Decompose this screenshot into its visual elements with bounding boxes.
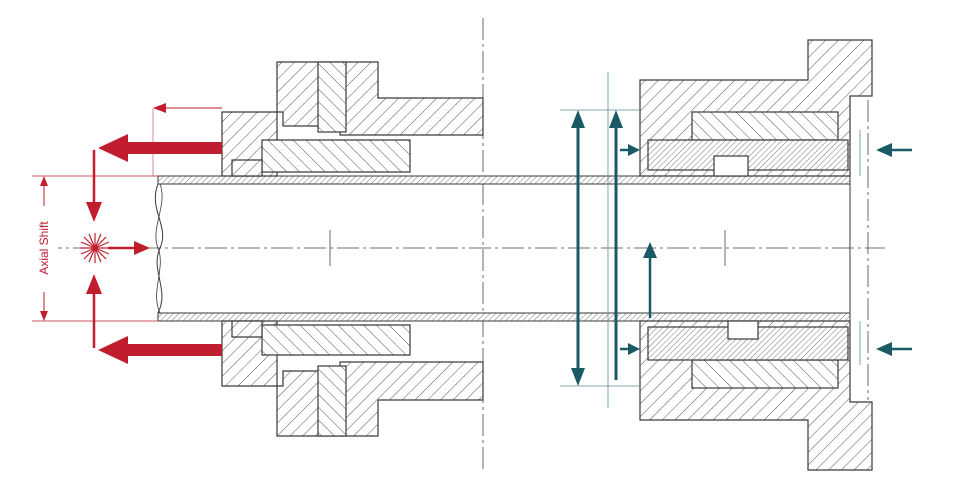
- teal-arrow-lower-inner: [628, 343, 640, 355]
- tube: [154, 175, 851, 322]
- teal-arrow-lower-outer: [876, 342, 892, 356]
- red-arrow-lower-head: [98, 336, 128, 364]
- right-fitting-lower: [639, 320, 873, 471]
- teal-arrow-upper-inner: [628, 144, 640, 156]
- tube-break-line: [154, 183, 164, 314]
- starburst-icon: [80, 233, 110, 263]
- left-ferrule-upper: [261, 139, 411, 173]
- left-nut-bore-lower: [317, 365, 347, 437]
- right-insert-lower: [691, 359, 839, 389]
- left-fitting-lower: [221, 320, 484, 437]
- axial-shift-label: Axial Shift: [37, 221, 51, 275]
- right-fitting-upper: [639, 39, 873, 177]
- left-fitting-upper: [221, 61, 484, 177]
- tube-wall-top: [157, 175, 851, 185]
- red-arrow-lower-shaft: [125, 344, 222, 356]
- axial-shift-annotation: Axial Shift: [28, 103, 222, 364]
- teal-arrow-upper-outer: [876, 143, 892, 157]
- teal-arrows: [571, 110, 912, 386]
- right-insert-upper: [691, 111, 839, 141]
- red-arrow-upper-shaft: [125, 142, 222, 154]
- left-ferrule-lower: [261, 324, 411, 356]
- left-nut-bore-upper: [317, 61, 347, 133]
- tube-wall-bottom: [157, 312, 851, 322]
- red-arrow-upper-head: [98, 134, 128, 162]
